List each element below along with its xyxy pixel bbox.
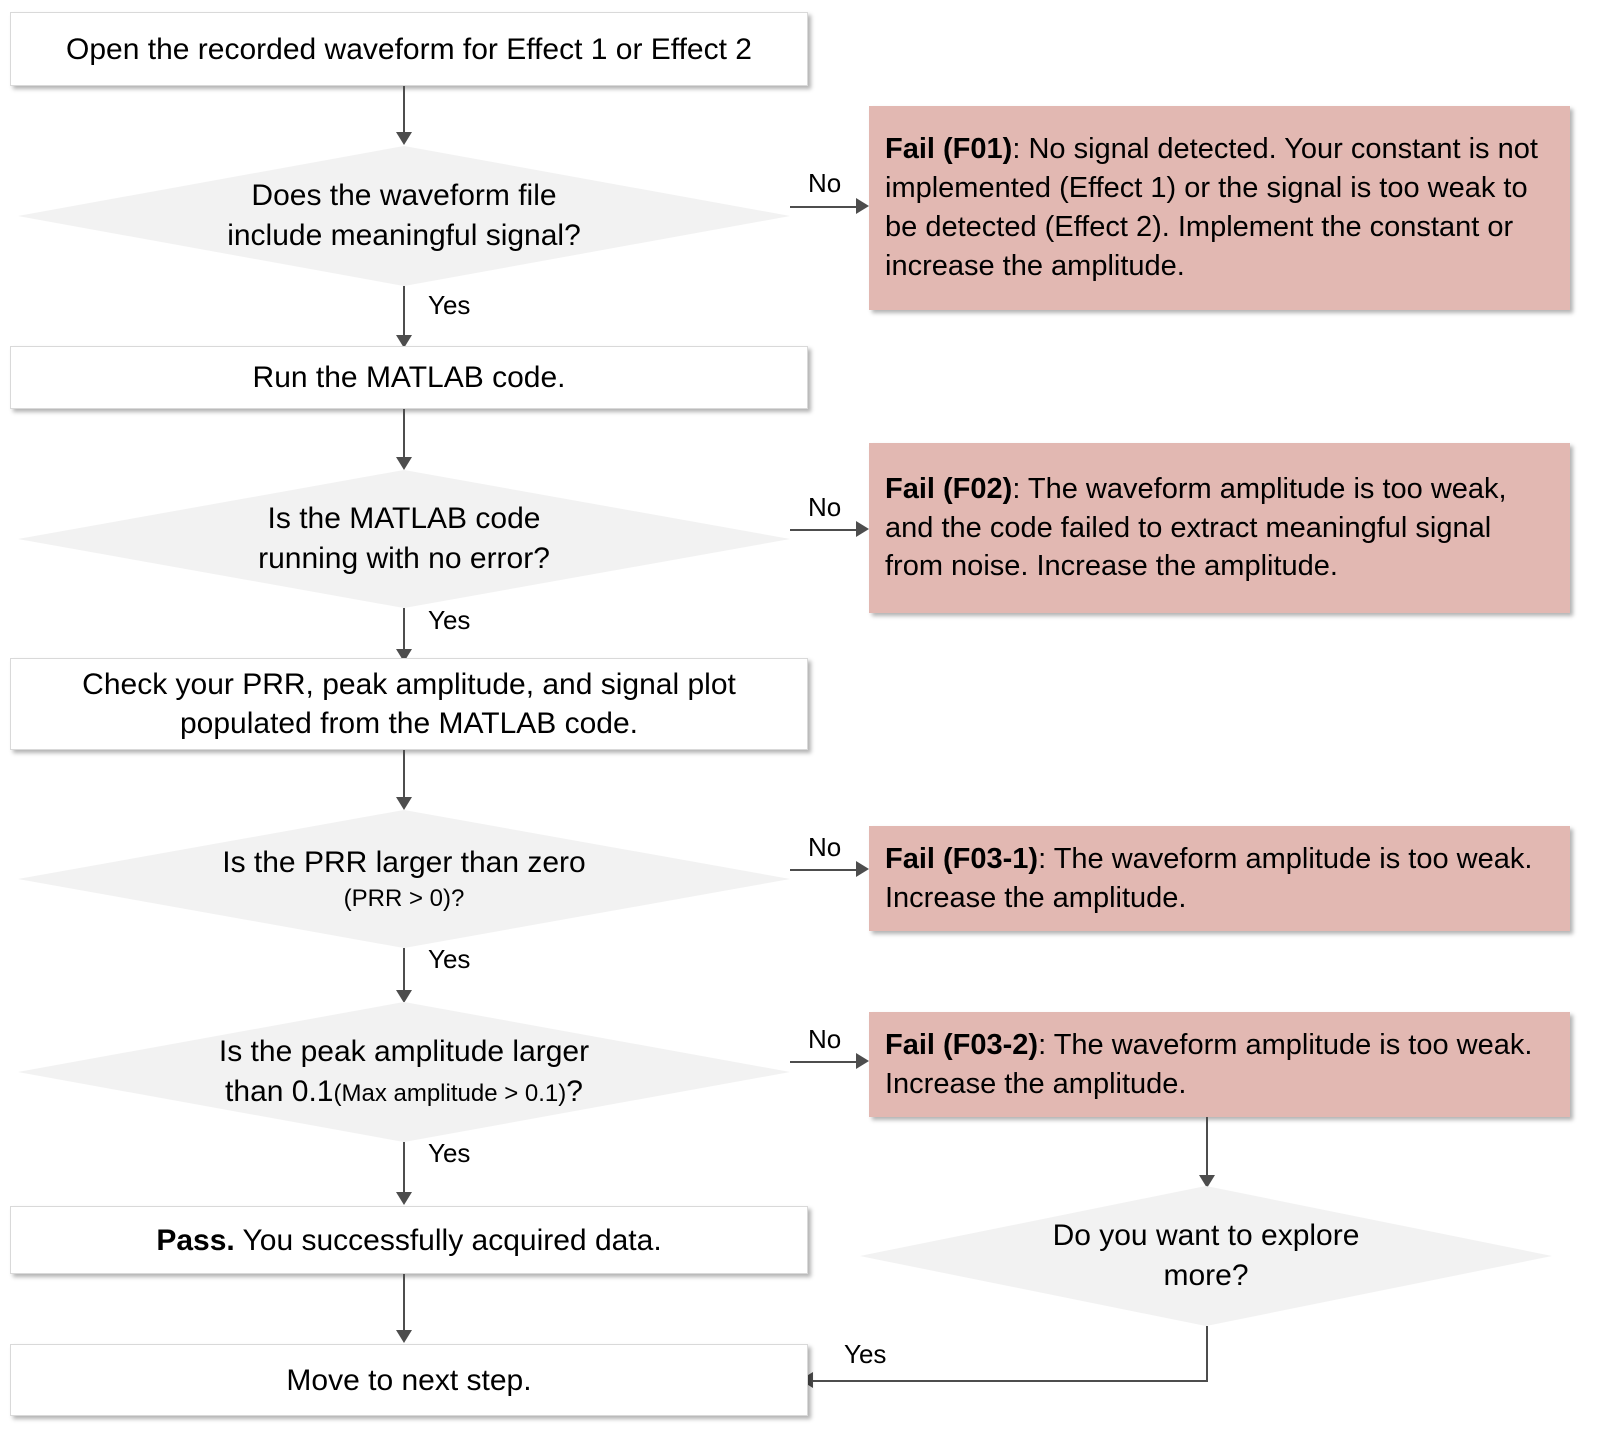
node-decision-peak-amplitude-line2b: (Max amplitude > 0.1) (333, 1080, 567, 1107)
arrowhead-d2-to-f02 (856, 521, 869, 537)
node-fail-f02[interactable]: Fail (F02): The waveform amplitude is to… (869, 443, 1570, 613)
node-decision-prr-gt-zero-line2: (PRR > 0)? (343, 884, 465, 912)
edge-label-no-4: No (808, 1024, 842, 1054)
node-fail-f03-2-sep: : (1038, 1028, 1054, 1061)
edge-label-yes-4: Yes (428, 1138, 471, 1168)
connector-d2-to-f02 (790, 529, 858, 531)
node-decision-prr-gt-zero-line1: Is the PRR larger than zero (222, 846, 586, 880)
connector-d3-to-d4 (403, 948, 405, 994)
connector-p1-to-d2 (403, 409, 405, 461)
node-decision-peak-amplitude[interactable]: Is the peak amplitude larger than 0.1(Ma… (18, 1002, 790, 1142)
node-fail-f02-text: The waveform amplitude is too weak, and … (885, 472, 1507, 583)
node-decision-peak-amplitude-line2a: than 0.1 (225, 1075, 334, 1108)
node-run-matlab[interactable]: Run the MATLAB code. (10, 346, 808, 409)
arrowhead-d1-to-p1 (396, 335, 412, 348)
node-decision-explore-more[interactable]: Do you want to explore more? (860, 1186, 1552, 1326)
node-decision-prr-gt-zero[interactable]: Is the PRR larger than zero (PRR > 0)? (18, 810, 790, 948)
edge-label-yes-3: Yes (428, 944, 471, 974)
node-fail-f03-2-text: The waveform amplitude is too weak. Incr… (885, 1028, 1533, 1100)
node-fail-f03-1-text: The waveform amplitude is too weak. Incr… (885, 842, 1533, 914)
connector-p2-to-d3 (403, 750, 405, 801)
node-decision-meaningful-signal[interactable]: Does the waveform file include meaningfu… (18, 146, 790, 286)
node-decision-explore-more-line1: Do you want to explore (1052, 1219, 1360, 1253)
node-decision-explore-more-line2: more? (1163, 1259, 1249, 1292)
node-check-prr-line1: Check your PRR, peak amplitude, and sign… (82, 668, 736, 701)
node-fail-f03-2[interactable]: Fail (F03-2): The waveform amplitude is … (869, 1012, 1570, 1117)
node-fail-f03-1-code: Fail (F03-1) (885, 842, 1039, 875)
connector-d1-to-f01 (790, 206, 858, 208)
edge-label-no-2: No (808, 492, 842, 522)
connector-f032-to-d5 (1206, 1117, 1208, 1179)
node-open-waveform[interactable]: Open the recorded waveform for Effect 1 … (10, 12, 808, 86)
node-fail-f01-text: No signal detected. Your constant is not… (885, 133, 1538, 282)
node-check-prr-line2: populated from the MATLAB code. (179, 707, 639, 740)
node-decision-code-runs-line1: Is the MATLAB code (267, 502, 541, 536)
edge-label-yes-5: Yes (844, 1339, 887, 1369)
arrowhead-d3-to-f031 (856, 861, 869, 877)
connector-d5-to-next (812, 1380, 1208, 1382)
node-fail-f03-1-sep: : (1038, 842, 1054, 875)
arrowhead-d4-to-pass (396, 1192, 412, 1205)
node-fail-f03-1[interactable]: Fail (F03-1): The waveform amplitude is … (869, 826, 1570, 931)
node-decision-peak-amplitude-line1: Is the peak amplitude larger (218, 1035, 590, 1069)
arrowhead-start-to-d1 (396, 132, 412, 145)
edge-label-yes-1: Yes (428, 290, 471, 320)
node-pass-strong: Pass. (156, 1223, 235, 1257)
edge-label-yes-2: Yes (428, 605, 471, 635)
arrowhead-p2-to-d3 (396, 797, 412, 810)
node-fail-f03-2-code: Fail (F03-2) (885, 1028, 1039, 1061)
connector-d4-to-f032 (790, 1061, 858, 1063)
connector-start-to-d1 (403, 86, 405, 136)
arrowhead-d4-to-f032 (856, 1053, 869, 1069)
arrowhead-d3-to-d4 (396, 990, 412, 1003)
node-fail-f02-sep: : (1012, 472, 1028, 505)
connector-d1-to-p1 (403, 286, 405, 339)
node-fail-f02-code: Fail (F02) (885, 472, 1013, 505)
edge-label-no-1: No (808, 168, 842, 198)
connector-d3-to-f031 (790, 869, 858, 871)
node-decision-code-runs-line2: running with no error? (258, 542, 550, 575)
node-run-matlab-label: Run the MATLAB code. (252, 361, 566, 394)
node-fail-f01[interactable]: Fail (F01): No signal detected. Your con… (869, 106, 1570, 310)
arrowhead-f032-to-d5 (1199, 1175, 1215, 1188)
connector-d4-to-pass (403, 1142, 405, 1196)
node-decision-peak-amplitude-line2c: ? (566, 1075, 583, 1108)
connector-pass-to-next (403, 1274, 405, 1334)
node-move-next-step[interactable]: Move to next step. (10, 1344, 808, 1416)
node-pass-rest: You successfully acquired data. (234, 1223, 662, 1257)
node-decision-meaningful-signal-line1: Does the waveform file (251, 179, 557, 213)
node-fail-f01-code: Fail (F01) (885, 133, 1013, 166)
node-decision-meaningful-signal-line2: include meaningful signal? (227, 219, 581, 252)
node-move-next-step-label: Move to next step. (286, 1363, 532, 1397)
edge-label-no-3: No (808, 832, 842, 862)
connector-d2-to-p2 (403, 608, 405, 653)
node-decision-code-runs[interactable]: Is the MATLAB code running with no error… (18, 470, 790, 608)
node-open-waveform-label: Open the recorded waveform for Effect 1 … (66, 32, 752, 66)
node-fail-f01-sep: : (1012, 133, 1029, 166)
connector-d5-down (1206, 1326, 1208, 1382)
node-pass[interactable]: Pass. You successfully acquired data. (10, 1206, 808, 1274)
arrowhead-pass-to-next (396, 1330, 412, 1343)
arrowhead-d1-to-f01 (856, 198, 869, 214)
arrowhead-p1-to-d2 (396, 457, 412, 470)
node-check-prr[interactable]: Check your PRR, peak amplitude, and sign… (10, 658, 808, 750)
